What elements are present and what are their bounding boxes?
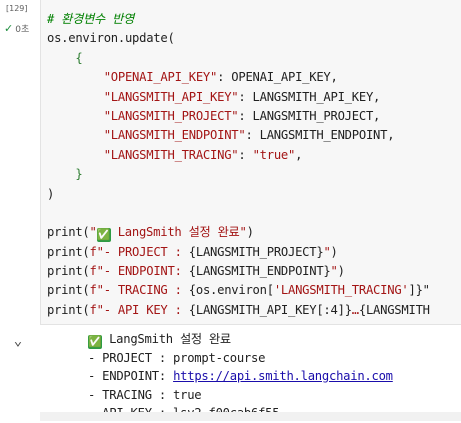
code-token: os.environ.update( <box>47 31 175 46</box>
code-line: print("✅ LangSmith 설정 완료") <box>47 223 430 243</box>
cell-gutter: [129] ✓ 0초 ⌄ <box>0 0 40 421</box>
horizontal-scrollbar[interactable] <box>40 412 461 421</box>
code-token: ) <box>330 244 338 259</box>
code-token: 'LANGSMITH_TRACING' <box>273 283 409 298</box>
code-token: : LANGSMITH_ENDPOINT, <box>245 128 395 143</box>
code-token: {LANGSMITH <box>358 302 430 317</box>
chevron-down-icon[interactable]: ⌄ <box>13 333 23 349</box>
code-line: print(f"- API KEY : {LANGSMITH_API_KEY[:… <box>47 301 430 320</box>
code-token: - PROJECT : prompt-course <box>88 350 266 365</box>
output-line: - PROJECT : prompt-course <box>88 349 393 368</box>
code-token: ) <box>246 225 254 240</box>
code-token <box>47 167 75 181</box>
code-token: "OPENAI_API_KEY" <box>103 70 218 85</box>
code-token: { <box>75 50 83 65</box>
execution-count: [129] <box>6 4 28 13</box>
code-token: "LANGSMITH_PROJECT" <box>103 108 239 123</box>
code-token: print( <box>47 283 90 298</box>
code-token: f"- ENDPOINT: <box>89 264 189 279</box>
output-line: ✅ LangSmith 설정 완료 <box>88 330 393 349</box>
code-token: print( <box>47 302 90 317</box>
code-token: "true" <box>252 147 296 162</box>
code-token: , <box>295 147 303 162</box>
code-token <box>47 128 104 142</box>
code-token: "LANGSMITH_API_KEY" <box>103 89 239 104</box>
code-line: "LANGSMITH_API_KEY": LANGSMITH_API_KEY, <box>47 88 430 107</box>
code-token: "LANGSMITH_ENDPOINT" <box>103 128 246 143</box>
code-line: { <box>47 49 430 68</box>
code-token: ) <box>337 264 345 279</box>
endpoint-link[interactable]: https://api.smith.langchain.com <box>173 369 393 384</box>
code-token: } <box>75 167 83 182</box>
code-token: {os.environ[ <box>188 283 274 298</box>
output-line: - TRACING : true <box>88 386 393 405</box>
code-token: "LANGSMITH_TRACING" <box>103 147 239 162</box>
code-token: : LANGSMITH_PROJECT, <box>238 108 381 123</box>
code-line: os.environ.update( <box>47 29 430 48</box>
code-token: LangSmith 설정 완료" <box>110 225 247 240</box>
code-token: : LANGSMITH_API_KEY, <box>238 89 381 104</box>
code-line: } <box>47 165 430 184</box>
code-token: - ENDPOINT: <box>88 369 174 384</box>
code-token: f"- PROJECT : <box>89 244 189 259</box>
code-token: LangSmith 설정 완료 <box>102 332 231 346</box>
code-line: print(f"- ENDPOINT: {LANGSMITH_ENDPOINT}… <box>47 262 430 281</box>
code-token: ) <box>47 186 55 201</box>
code-token <box>47 51 75 65</box>
code-token: " <box>323 244 331 259</box>
code-token <box>47 148 104 162</box>
code-token <box>47 90 104 104</box>
code-line: "LANGSMITH_TRACING": "true", <box>47 146 430 165</box>
code-token: " <box>89 225 97 240</box>
code-token: : OPENAI_API_KEY, <box>217 70 338 85</box>
code-token: ]}" <box>408 283 431 298</box>
code-token: print( <box>47 244 90 259</box>
output-line: - ENDPOINT: https://api.smith.langchain.… <box>88 367 393 386</box>
code-line: ) <box>47 185 430 204</box>
execution-time: 0초 <box>15 25 30 35</box>
code-token: f"- TRACING : <box>89 283 189 298</box>
cell-output: ✅ LangSmith 설정 완료- PROJECT : prompt-cour… <box>88 330 393 423</box>
code-line: print(f"- PROJECT : {LANGSMITH_PROJECT}"… <box>47 243 430 262</box>
code-line: "LANGSMITH_PROJECT": LANGSMITH_PROJECT, <box>47 107 430 126</box>
code-block[interactable]: # 환경변수 반영 os.environ.update( { "OPENAI_AP… <box>47 10 430 320</box>
code-token: print( <box>47 264 90 279</box>
code-token: {LANGSMITH_API_KEY[:4]} <box>188 302 352 317</box>
code-token: # 환경변수 반영 <box>47 12 135 26</box>
code-token: " <box>330 264 338 279</box>
code-line: # 환경변수 반영 <box>47 10 430 29</box>
code-token: f"- API KEY : <box>89 302 189 317</box>
code-cell-editor[interactable] <box>40 0 461 324</box>
code-line: "OPENAI_API_KEY": OPENAI_API_KEY, <box>47 68 430 87</box>
code-token: : <box>238 147 253 162</box>
code-token <box>47 109 104 123</box>
code-token: {LANGSMITH_PROJECT} <box>188 244 324 259</box>
code-token: - TRACING : true <box>88 387 202 402</box>
output-divider <box>40 324 461 325</box>
code-line <box>47 204 430 223</box>
code-token: {LANGSMITH_ENDPOINT} <box>188 264 331 279</box>
execution-status: ✓ 0초 <box>4 22 29 35</box>
code-token: … <box>351 302 359 317</box>
code-token: print( <box>47 225 90 240</box>
code-line: "LANGSMITH_ENDPOINT": LANGSMITH_ENDPOINT… <box>47 126 430 145</box>
code-token <box>47 70 104 84</box>
check-mark-button-icon: ✅ <box>88 335 102 349</box>
check-mark-button-icon: ✅ <box>96 228 111 243</box>
checkmark-icon: ✓ <box>4 22 14 35</box>
code-line: print(f"- TRACING : {os.environ['LANGSMI… <box>47 281 430 300</box>
